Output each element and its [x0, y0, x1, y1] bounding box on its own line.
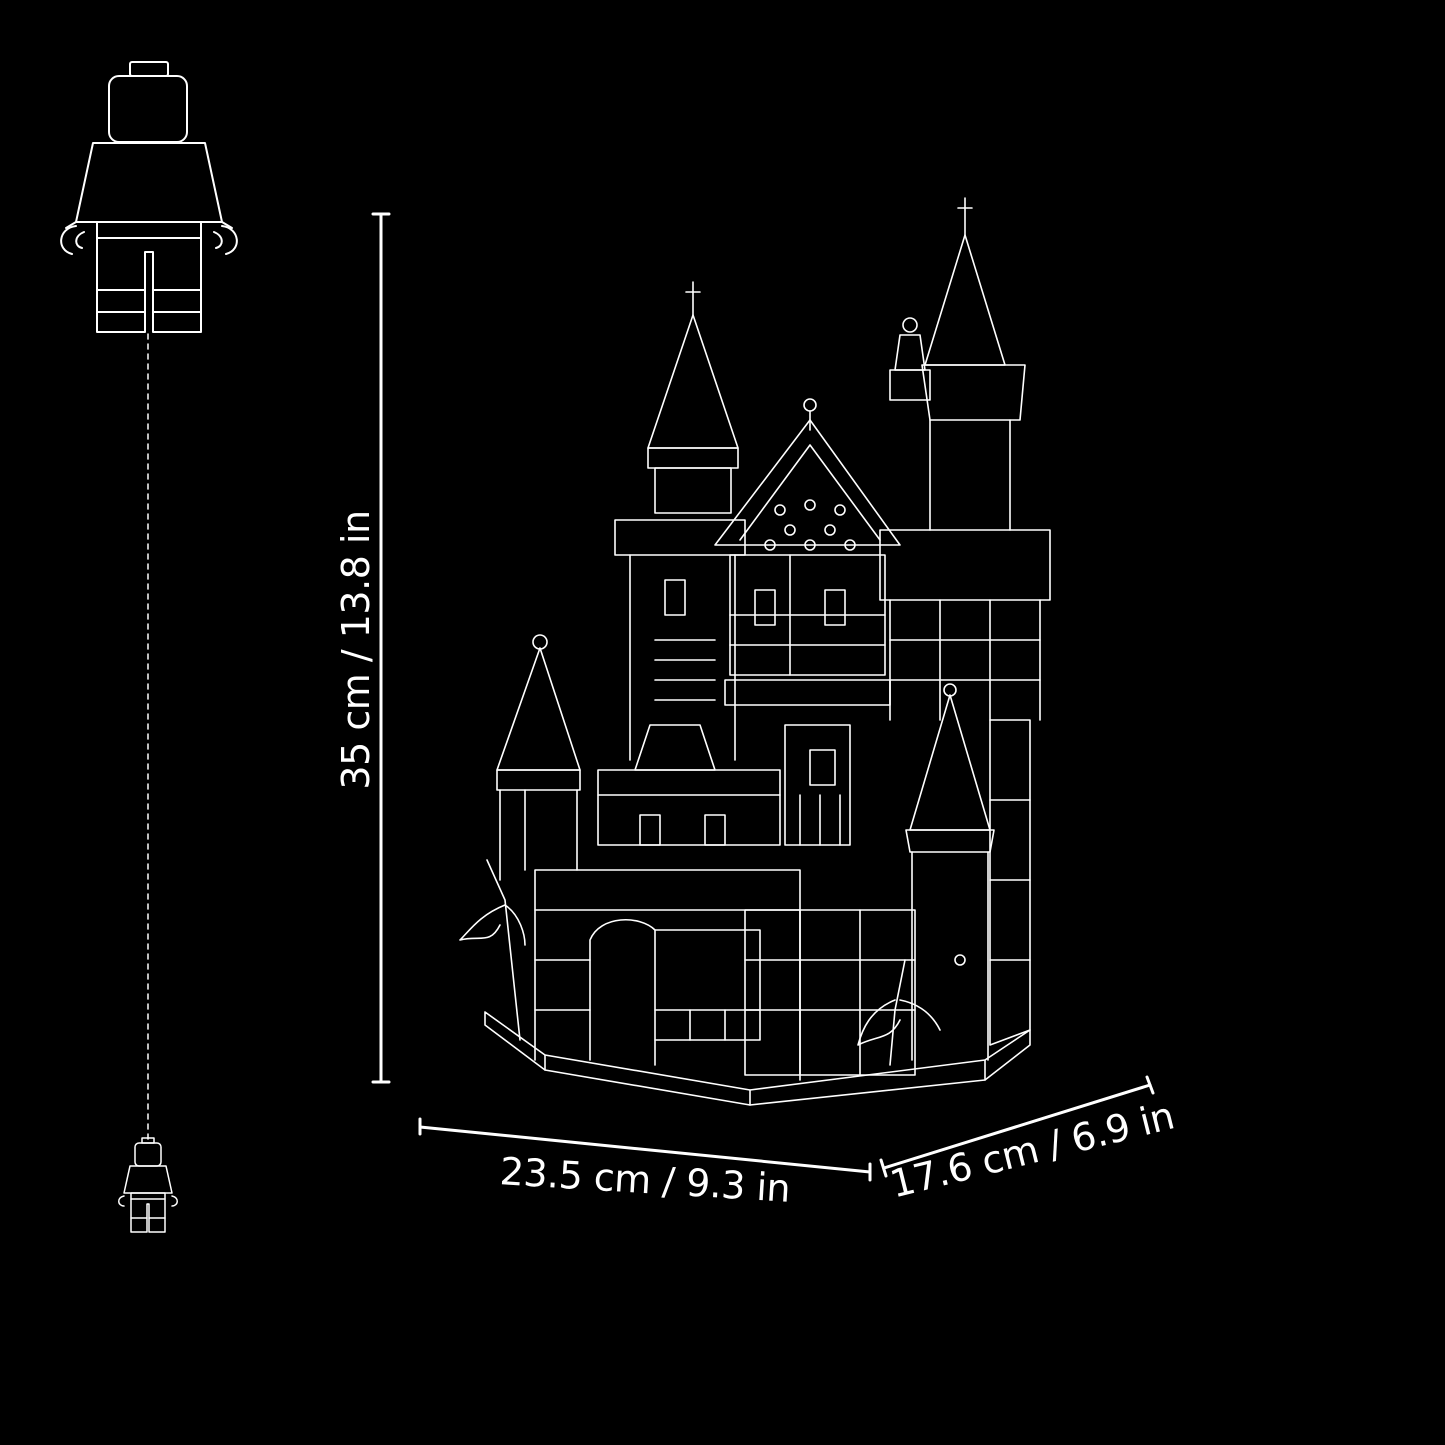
castle-outline-illustration: [459, 197, 1051, 1106]
height-dimension-line: [371, 212, 391, 1084]
depth-dimension-line: [879, 1075, 1155, 1178]
height-dimension-label: 35 cm / 13.8 in: [334, 510, 378, 790]
width-dimension-line: [418, 1117, 872, 1182]
small-minifigure-icon: [118, 1137, 178, 1233]
large-minifigure-icon: [60, 61, 238, 333]
